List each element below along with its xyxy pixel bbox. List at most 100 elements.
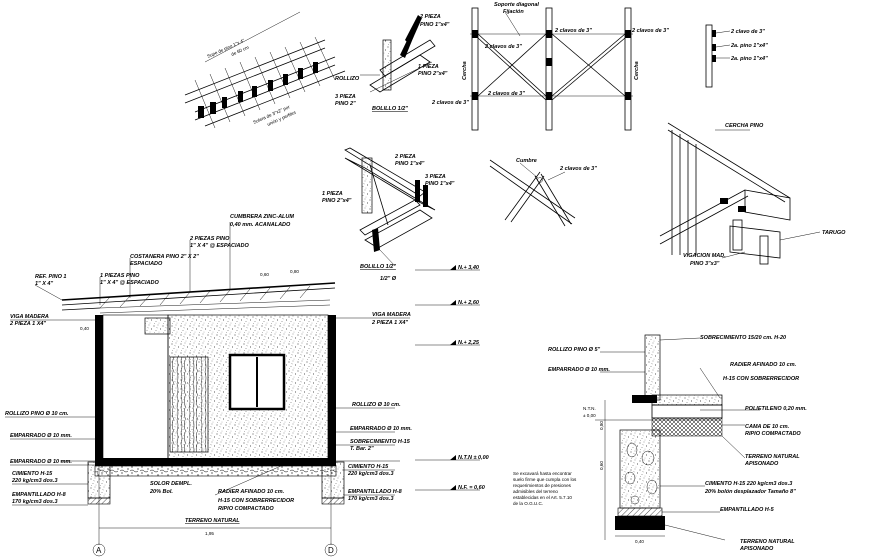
corner-label-bottom-2: PINO 3"x3" [690, 261, 720, 267]
nail-detail: 2 clavo de 3" 2a. pino 1"x4" 2a. pino 1"… [705, 24, 768, 88]
conn-label-8: BOLILLO 1/2" [372, 106, 408, 112]
fd-ntn: N.T.N. [583, 406, 596, 411]
fd-label-10: APISONADO [744, 461, 779, 467]
fd-note-3: requerimientos de presiones [513, 483, 572, 488]
corner-detail: CERCHA PINO TARUGO VIGACION MAD. PINO 3"… [659, 122, 846, 267]
right-label-7: CIMIENTO H-15 [348, 464, 389, 470]
left-label-11: 220 kg/cm3 dos.3 [11, 478, 58, 484]
bottom-label-5: RIPIO COMPACTADO [218, 506, 274, 512]
axis-d: D [328, 546, 334, 555]
bracing-label-2: 2 clavos de 3" [554, 28, 592, 34]
left-label-1: REF. PINO 1 [35, 274, 66, 280]
bracing-subtitle: Fijación [503, 9, 524, 15]
fd-label-8: RIPIO COMPACTADO [745, 431, 801, 437]
rafter-label-1: 2 PIEZA [394, 154, 416, 160]
top-label-7: 1 PIEZAS PINO [100, 273, 140, 279]
dim-width: 1,95 [205, 531, 214, 536]
top-label-4: 1" X 4" @ ESPACIADO [190, 243, 249, 249]
fd-note-6: de la O.G.U.C. [513, 501, 543, 506]
left-label-9: EMPARRADO Ø 10 mm. [10, 459, 72, 465]
bracing-label-3: 2 clavos de 3" [631, 28, 669, 34]
level-2: N.+ 2,60 [458, 300, 479, 306]
bracing-label-4: 2 clavos de 3" [487, 91, 525, 97]
conn-label-4: PINO 2"x4" [418, 71, 448, 77]
corner-label-top: CERCHA PINO [725, 123, 764, 129]
conn-label-3: 1 PIEZA [418, 64, 439, 70]
fd-label-12: 20% bolón desplazador Tamaño 8" [704, 489, 796, 495]
rafter-label-8: 1/2" Ø [380, 276, 397, 282]
corner-label-bottom: VIGACION MAD. [683, 253, 726, 259]
left-label-10: CIMIENTO H-15 [12, 471, 53, 477]
level-5: N.F. = 0,60 [458, 485, 485, 491]
conn-label-7: PINO 2" [335, 101, 356, 107]
dim-top-2: 0,80 [290, 269, 299, 274]
top-label-2: 0,40 mm. ACANALADO [230, 222, 291, 228]
top-label-1: CUMBRERA ZINC-ALUM [230, 214, 294, 220]
foundation-detail: 0,40 0,60 0,80 N.T.N. ± 0,00 SOBRECIMIEN… [513, 334, 807, 552]
fd-dim-1: 0,60 [599, 461, 604, 470]
fd-label-4: RADIER AFINADO 10 cm. [730, 362, 797, 368]
conn-label-2: PINO 1"x4" [420, 22, 450, 28]
rafter-label-4: PINO 2"x4" [322, 198, 352, 204]
rafter-label-7: BOLILLO 1/2" [360, 264, 396, 270]
main-section: A D 1,95 N.+ 3,40 N.+ 2,60 N.+ 2,25 N.T.… [5, 214, 489, 557]
nail-label-1: 2 clavo de 3" [730, 29, 765, 35]
perspective-joist-detail: Supe de pino 1"x 4" de 60 cm Solera de 3… [184, 11, 346, 129]
conn-label-1: 2 PIEZA [419, 14, 441, 20]
fd-note-1: Se excavará hasta encontrar [513, 471, 572, 476]
bracing-left: Cercha [462, 61, 468, 80]
fd-label-11: CIMIENTO H-15 220 kg/cm3 dos.3 [705, 481, 792, 487]
bottom-label-4: H-15 CON SOBRERRECIDOR [218, 498, 294, 504]
bottom-label-1: SOLOR DEMPL. [150, 481, 192, 487]
top-label-6: ESPACIADO [130, 261, 163, 267]
rafter-label-6: PINO 1"x4" [425, 181, 455, 187]
nail-label-3: 2a. pino 1"x4" [730, 56, 768, 62]
corner-label-right: TARUGO [822, 230, 846, 236]
rafter-label-5: 3 PIEZA [425, 174, 446, 180]
bottom-label-3: RADIER AFINADO 10 cm. [218, 489, 285, 495]
left-label-12: EMPANTILLADO H-8 [12, 492, 67, 498]
dim-top-1: 0,60 [260, 272, 269, 277]
right-label-1: VIGA MADERA [372, 312, 411, 318]
bracing-label-1: 2 clavos de 3" [484, 44, 522, 50]
left-label-7: ROLLIZO PINO Ø 10 cm. [5, 411, 69, 417]
bracing-title: Soporte diagonal [494, 2, 539, 8]
right-label-9: EMPANTILLADO H-8 [348, 489, 403, 495]
left-label-2: 1" X 4" [35, 281, 53, 287]
fd-label-3: EMPARRADO Ø 10 mm. [548, 367, 610, 373]
top-label-3: 2 PIEZAS PINO [189, 236, 230, 242]
dim-left-1: 0,40 [80, 326, 89, 331]
connector-detail: 2 PIEZA PINO 1"x4" 1 PIEZA PINO 2"x4" RO… [335, 14, 450, 112]
conn-label-6: 3 PIEZA [335, 94, 356, 100]
nail-label-2: 2a. pino 1"x4" [730, 43, 768, 49]
top-label-5: COSTANERA PINO 2" X 2" [130, 254, 199, 260]
left-label-5: VIGA MADERA [10, 314, 49, 320]
left-label-8: EMPARRADO Ø 10 mm. [10, 433, 72, 439]
fd-label-5: H-15 CON SOBRERRECIDOR [723, 376, 799, 382]
fd-label-13: EMPANTILLADO H-5 [720, 507, 775, 513]
right-label-10: 170 kg/cm3 dos.3 [348, 496, 394, 502]
bracing-detail: Soporte diagonal Fijación Cercha Cercha … [431, 2, 669, 131]
fd-label-2: ROLLIZO PINO Ø 5" [548, 347, 601, 353]
rafter-label-2: PINO 1"x4" [395, 161, 425, 167]
node-label-2: 2 clavos de 3" [559, 166, 597, 172]
left-label-6: 2 PIEZA 1 X4" [9, 321, 46, 327]
right-label-4: EMPARRADO Ø 10 mm. [350, 426, 412, 432]
bottom-label-6: TERRENO NATURAL [185, 518, 240, 524]
fd-dim-bottom: 0,40 [635, 539, 644, 544]
fd-label-15: APISONADO [739, 546, 774, 552]
level-3: N.+ 2,25 [458, 340, 480, 346]
rafter-detail: 2 PIEZA PINO 1"x4" 1 PIEZA PINO 2"x4" 3 … [322, 147, 455, 282]
fd-label-1: SOBRECIMIENTO 15/20 cm. H-20 [700, 335, 786, 341]
right-label-2: 2 PIEZA 1 X4" [371, 320, 408, 326]
right-label-3: ROLLIZO Ø 10 cm. [352, 402, 401, 408]
level-1: N.+ 3,40 [458, 265, 479, 271]
axis-a: A [96, 546, 102, 555]
fd-label-7: CAMA DE 10 cm. [745, 424, 790, 430]
node-label-1: Cumbre [516, 158, 537, 164]
bracing-right: Cercha [634, 61, 640, 80]
left-label-13: 170 kg/cm3 dos.3 [12, 499, 58, 505]
node-detail: Cumbre 2 clavos de 3" [489, 158, 597, 227]
conn-label-5: ROLLIZO [335, 76, 360, 82]
fd-note-5: establecidas en el Art. 5.7.10 [513, 495, 572, 500]
